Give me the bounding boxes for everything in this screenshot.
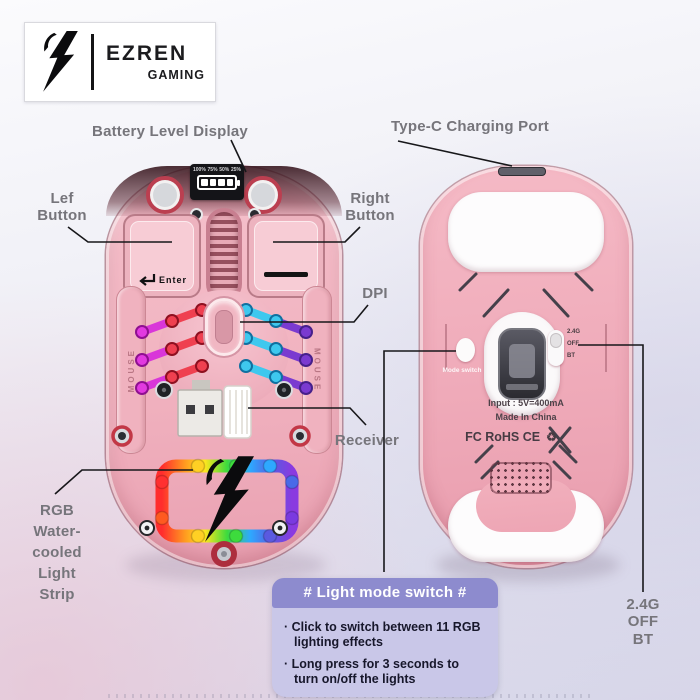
callout-right-button: Right Button bbox=[345, 190, 395, 225]
sensor-bar bbox=[506, 384, 538, 390]
line-typec-port bbox=[397, 140, 513, 167]
mode-switch-print: Mode switch bbox=[442, 367, 482, 374]
info-box-title: # Light mode switch # bbox=[272, 578, 498, 608]
input-spec: Input : 5V=400mA bbox=[488, 398, 564, 408]
certification-row: FC RoHS CE ♻ bbox=[426, 430, 596, 444]
top-glide-pad bbox=[448, 192, 604, 272]
callout-typec-port: Type-C Charging Port bbox=[391, 118, 549, 135]
right-button-surface bbox=[254, 221, 318, 291]
battery-level-display: 100% 75% 50% 25% bbox=[190, 164, 244, 200]
center-bolt-emblem bbox=[205, 456, 254, 542]
left-side-rail: MOUSE bbox=[116, 286, 146, 454]
sensor-lens bbox=[509, 344, 535, 378]
battery-pct-25: 25% bbox=[230, 167, 241, 173]
callout-battery-display: Battery Level Display bbox=[92, 123, 248, 140]
battery-pct-100: 100% bbox=[193, 167, 206, 173]
slider-print-24g: 2.4G bbox=[567, 329, 581, 335]
battery-pct-75: 75% bbox=[207, 167, 218, 173]
brand-name: EZREN bbox=[106, 42, 188, 65]
right-rail-engraving: MOUSE bbox=[312, 347, 322, 393]
right-button-mark bbox=[264, 272, 308, 277]
optical-sensor bbox=[498, 328, 546, 400]
mouse-front-view: 100% 75% 50% 25% Enter bbox=[106, 164, 342, 568]
callout-connectivity: 2.4G OFF BT bbox=[626, 596, 660, 648]
battery-pct-50: 50% bbox=[219, 167, 230, 173]
slider-print-off: OFF bbox=[567, 341, 579, 347]
battery-gauge-icon bbox=[197, 175, 240, 190]
info-bullet-1: Click to switch between 11 RGB lighting … bbox=[284, 620, 486, 651]
logo-divider bbox=[91, 34, 94, 90]
lightning-bolt-icon bbox=[25, 31, 91, 93]
mouse-back-view: Mode switch 2.4G OFF BT Input : 5V=400mA… bbox=[420, 166, 632, 568]
info-bullet-2: Long press for 3 seconds to turn on/off … bbox=[284, 657, 486, 688]
front-left-circle bbox=[146, 176, 184, 214]
slider-print-bt: BT bbox=[567, 353, 575, 359]
origin-text: Made In China bbox=[495, 412, 557, 422]
left-mouse-button: Enter bbox=[123, 214, 201, 298]
slider-knob bbox=[550, 333, 562, 348]
dpi-button bbox=[205, 298, 243, 356]
recycle-icon: ♻ bbox=[546, 430, 557, 444]
scroll-wheel bbox=[206, 208, 242, 302]
rgb-water-loop bbox=[154, 456, 300, 544]
callout-rgb-strip: RGB Water- cooled Light Strip bbox=[32, 502, 82, 603]
light-mode-info-box: # Light mode switch # Click to switch be… bbox=[272, 578, 498, 697]
dpi-button-inner bbox=[215, 310, 233, 344]
brand-logo: EZREN GAMING bbox=[24, 22, 216, 102]
enter-key-mark: Enter bbox=[125, 271, 199, 289]
dotted-grille bbox=[490, 462, 552, 494]
connectivity-slider bbox=[548, 330, 564, 366]
left-rail-engraving: MOUSE bbox=[126, 347, 136, 393]
callout-left-button: Lef Button bbox=[37, 190, 87, 225]
callout-dpi: DPI bbox=[362, 285, 388, 302]
typec-port bbox=[498, 167, 546, 176]
enter-label: Enter bbox=[158, 274, 187, 285]
right-side-rail: MOUSE bbox=[302, 286, 332, 454]
callout-receiver: Receiver bbox=[334, 432, 400, 449]
light-mode-switch-button bbox=[456, 338, 475, 362]
brand-division: GAMING bbox=[147, 68, 205, 82]
front-right-circle bbox=[244, 176, 282, 214]
certification-text: FC RoHS CE bbox=[465, 430, 541, 444]
